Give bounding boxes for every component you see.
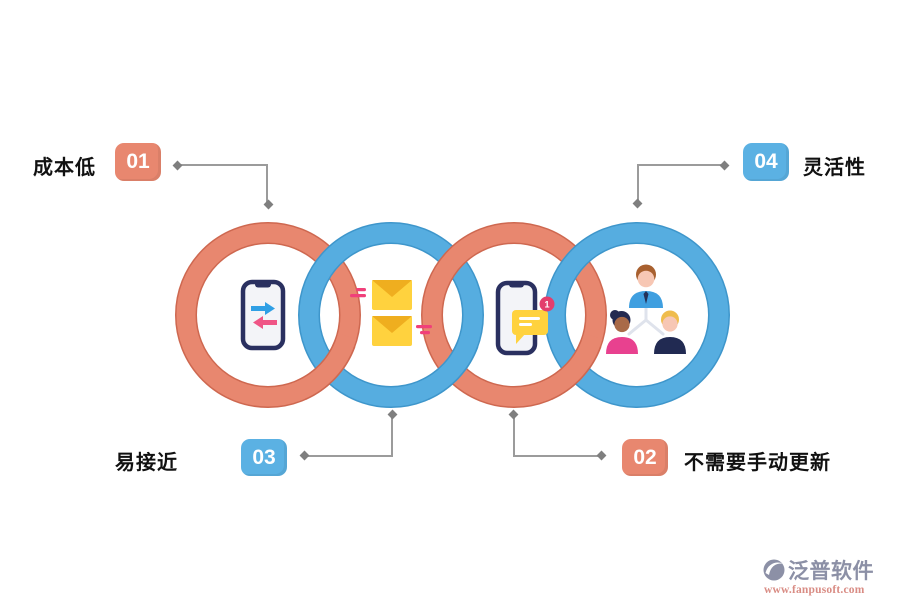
connector-04 xyxy=(637,164,725,204)
phone-message-icon: 1 xyxy=(495,280,555,356)
team-icon xyxy=(606,264,686,354)
brand-logo: 泛普软件 www.fanpusoft.com xyxy=(762,555,892,596)
brand-url: www.fanpusoft.com xyxy=(764,584,865,596)
step-badge-03: 03 xyxy=(241,439,287,476)
envelopes-icon xyxy=(350,280,432,346)
ring-1 xyxy=(176,223,360,407)
ring-4 xyxy=(545,223,729,407)
ring-1-overlap-arc xyxy=(291,333,357,402)
ring-2 xyxy=(299,223,483,407)
step-label-flexibility: 灵活性 xyxy=(803,157,866,179)
ring-3 xyxy=(422,223,606,407)
step-badge-01: 01 xyxy=(115,143,161,181)
notification-count: 1 xyxy=(544,300,549,310)
connector-01 xyxy=(178,164,268,205)
ring-2-overlap-arc xyxy=(414,333,480,402)
connector-02 xyxy=(513,415,602,457)
step-badge-02: 02 xyxy=(622,439,668,476)
step-badge-04: 04 xyxy=(743,143,789,181)
step-label-cost: 成本低 xyxy=(33,157,96,179)
brand-name: 泛普软件 xyxy=(788,560,874,583)
step-label-no-manual-update: 不需要手动更新 xyxy=(684,452,831,474)
phone-sync-icon xyxy=(240,279,286,351)
step-label-accessible: 易接近 xyxy=(115,452,178,474)
ring-3-overlap-arc xyxy=(537,333,603,402)
fanpu-logo-icon xyxy=(763,559,785,581)
connector-03 xyxy=(305,415,393,457)
